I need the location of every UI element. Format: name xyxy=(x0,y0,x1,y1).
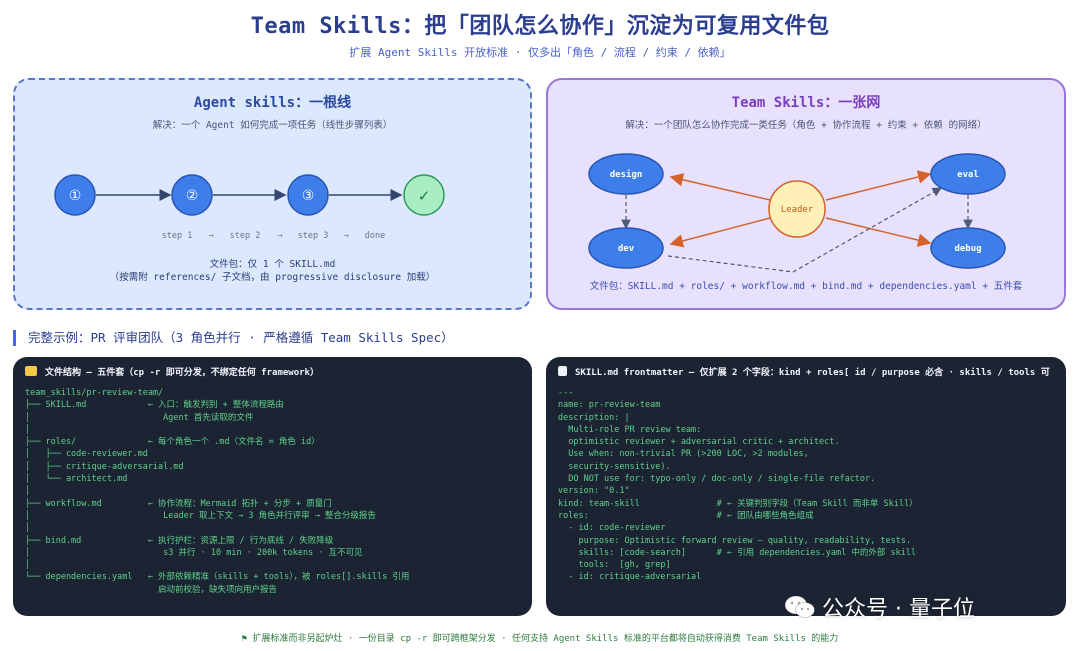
agent-node-done-label: ✓ xyxy=(418,187,431,205)
agent-step-sep-1: → xyxy=(208,231,213,241)
leader-to-design-arrow xyxy=(669,173,771,201)
role-label-design: design xyxy=(610,169,643,180)
code-line: --- xyxy=(558,388,574,398)
code-line: description: | xyxy=(558,412,630,423)
code-line: - id: code-reviewer xyxy=(558,523,666,534)
role-node-debug xyxy=(930,227,1006,269)
agent-step-1: step 1 xyxy=(162,231,193,241)
code-line: kind: team-skill # ← 关键判别字段（Team Skill 而… xyxy=(558,498,918,509)
agent-package-line2: （按需附 references/ 子文档，由 progressive discl… xyxy=(109,272,436,283)
agent-panel-desc: 解决：一个 Agent 如何完成一项任务（线性步骤列表） xyxy=(152,120,393,131)
code-line: version: "0.1" xyxy=(558,486,630,497)
team-panel-title: Team Skills：一张网 xyxy=(731,95,881,111)
agent-node-1-label: ① xyxy=(69,188,82,204)
team-panel-desc: 解决：一个团队怎么协作完成一类任务（角色 + 协作流程 + 约束 + 依赖 的网… xyxy=(625,120,987,131)
role-label-eval: eval xyxy=(957,170,979,180)
role-node-design xyxy=(588,153,664,195)
agent-node-1 xyxy=(54,174,96,216)
leader-to-dev-arrow xyxy=(669,217,771,248)
leader-to-debug-arrow xyxy=(825,217,932,247)
team-package-info: 文件包：SKILL.md + roles/ + workflow.md + bi… xyxy=(589,281,1023,292)
file-structure-header-text: 文件结构 — 五件套（cp -r 即可分发，不绑定任何 framework） xyxy=(45,368,319,378)
code-line: roles: # ← 团队由哪些角色组成 xyxy=(558,510,814,521)
tree-line: │ └── architect.md xyxy=(25,474,128,485)
tree-line: ├── workflow.md ← 协作流程：Mermaid 拓扑 + 分步 +… xyxy=(25,498,332,509)
tree-line: │ xyxy=(25,523,31,534)
leader-node xyxy=(768,180,826,238)
agent-node-2-label: ② xyxy=(186,188,199,204)
frontmatter-header-text: SKILL.md frontmatter — 仅扩展 2 个字段：kind + … xyxy=(575,368,1050,378)
agent-step-sep-3: → xyxy=(343,231,348,241)
agent-linear-diagram: ① ② ③ ✓ step 1 → step 2 → step 3 → done xyxy=(54,174,445,241)
page-footer: ⚑ 扩展标准而非另起炉灶 · 一份目录 cp -r 即可跨框架分发 · 任何支持… xyxy=(241,634,839,644)
tree-line: │ ├── critique-adversarial.md xyxy=(25,461,184,472)
tree-line: │ ├── code-reviewer.md xyxy=(25,449,148,460)
tree-line: │ xyxy=(25,486,31,497)
tree-line: team_skills/pr-review-team/ xyxy=(25,388,164,398)
leader-to-eval-arrow xyxy=(825,170,932,201)
page-subtitle: 扩展 Agent Skills 开放标准 · 仅多出「角色 / 流程 / 约束 … xyxy=(349,46,731,59)
code-line: security-sensitive). xyxy=(558,461,671,472)
role-node-dev xyxy=(588,227,664,269)
watermark: 公众号 · 量子位 xyxy=(784,591,975,623)
file-structure-header: 文件结构 — 五件套（cp -r 即可分发，不绑定任何 framework） xyxy=(25,365,319,378)
code-line: Use when: non-trivial PR (>200 LOC, >2 m… xyxy=(558,449,809,460)
code-line: skills: [code-search] # ← 引用 dependencie… xyxy=(558,547,917,558)
agent-package-info: 文件包：仅 1 个 SKILL.md （按需附 references/ 子文档，… xyxy=(15,258,530,284)
code-line: name: pr-review-team xyxy=(558,400,661,411)
code-line: purpose: Optimistic forward review — qua… xyxy=(558,535,912,546)
agent-step-done: done xyxy=(365,231,385,241)
example-section-title: 完整示例：PR 评审团队（3 角色并行 · 严格遵循 Team Skills S… xyxy=(13,330,454,346)
tree-line: ├── bind.md ← 执行护栏：资源上限 / 行为底线 / 失败降级 xyxy=(25,535,334,546)
page-title: Team Skills：把「团队怎么协作」沉淀为可复用文件包 xyxy=(250,14,830,39)
dev-to-eval-flow xyxy=(667,187,943,273)
agent-step-2: step 2 xyxy=(230,231,261,241)
team-network-diagram: design dev eval debug Leader xyxy=(588,153,1006,273)
role-node-eval xyxy=(930,153,1006,195)
agent-step-3: step 3 xyxy=(298,231,329,241)
code-line: optimistic reviewer + adversarial critic… xyxy=(558,437,840,448)
code-line: Multi-role PR review team: xyxy=(558,424,702,435)
agent-node-2 xyxy=(171,174,213,216)
role-label-debug: debug xyxy=(954,244,981,254)
agent-node-3 xyxy=(287,174,329,216)
frontmatter-panel: SKILL.md frontmatter — 仅扩展 2 个字段：kind + … xyxy=(546,357,1066,616)
leader-label: Leader xyxy=(781,205,814,215)
watermark-text: 公众号 · 量子位 xyxy=(822,597,975,622)
folder-icon xyxy=(25,366,37,376)
agent-skills-panel: Agent skills：一根线 解决：一个 Agent 如何完成一项任务（线性… xyxy=(13,78,532,310)
agent-step-sep-2: → xyxy=(277,231,282,241)
file-structure-tree: team_skills/pr-review-team/ ├── SKILL.md … xyxy=(25,387,409,596)
file-icon xyxy=(558,366,567,376)
agent-package-line1: 文件包：仅 1 个 SKILL.md xyxy=(209,259,336,270)
tree-line: │ s3 并行 · 10 min · 200k tokens · 互不可见 xyxy=(25,547,363,558)
code-line: tools: [gh, grep] xyxy=(558,560,671,571)
role-label-dev: dev xyxy=(618,244,635,254)
wechat-icon xyxy=(784,595,815,618)
agent-node-done xyxy=(403,174,445,216)
code-line: - id: critique-adversarial xyxy=(558,572,702,583)
code-line: DO NOT use for: typo-only / doc-only / s… xyxy=(558,474,876,485)
file-structure-panel: 文件结构 — 五件套（cp -r 即可分发，不绑定任何 framework） t… xyxy=(13,357,532,616)
tree-line: │ xyxy=(25,560,31,571)
tree-line: │ Leader 取上下文 → 3 角色并行评审 → 整合分级报告 xyxy=(25,510,376,521)
tree-line: │ xyxy=(25,424,31,435)
tree-line: └── dependencies.yaml ← 外部依赖精准（skills + … xyxy=(25,572,410,583)
agent-node-3-label: ③ xyxy=(302,188,315,204)
tree-line: 启动前校验，缺失项向用户报告 xyxy=(25,584,278,595)
tree-line: ├── SKILL.md ← 入口：触发判别 + 整体流程路由 xyxy=(25,400,284,411)
team-skills-panel: Team Skills：一张网 解决：一个团队怎么协作完成一类任务（角色 + 协… xyxy=(546,78,1066,310)
tree-line: │ Agent 首先读取的文件 xyxy=(25,412,254,423)
frontmatter-header: SKILL.md frontmatter — 仅扩展 2 个字段：kind + … xyxy=(558,365,1050,378)
agent-panel-title: Agent skills：一根线 xyxy=(193,95,352,111)
tree-line: ├── roles/ ← 每个角色一个 .md（文件名 = 角色 id） xyxy=(25,437,320,448)
